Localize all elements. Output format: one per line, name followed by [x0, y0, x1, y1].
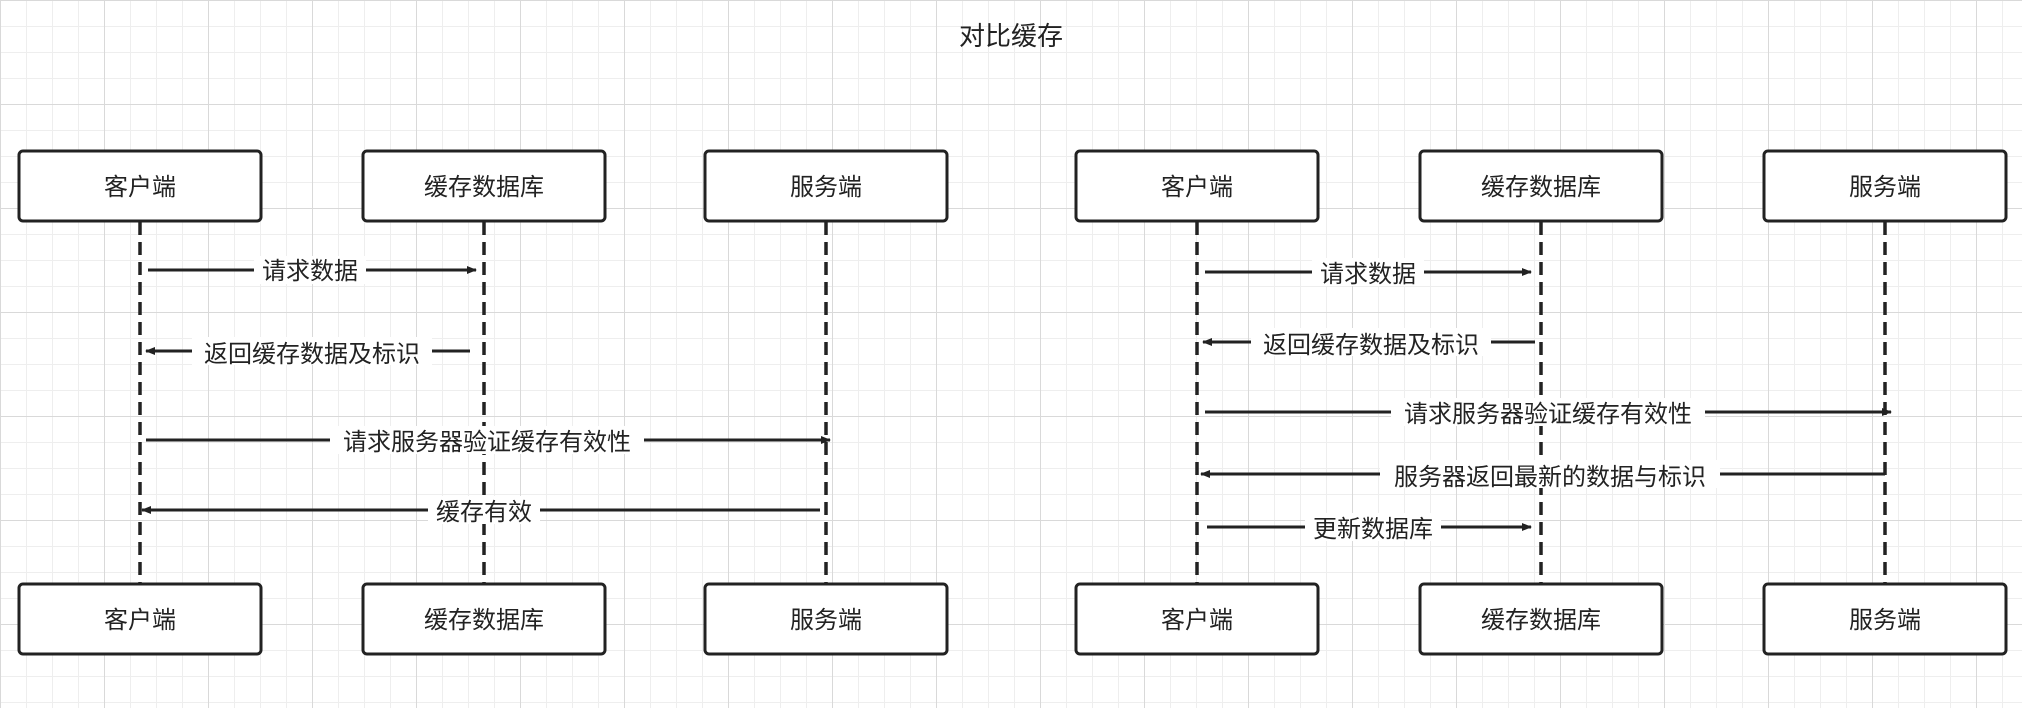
participant-server-top: 服务端: [703, 149, 949, 223]
participant-client-bottom: 客户端: [1074, 582, 1320, 656]
message-label: 返回缓存数据及标识: [204, 340, 420, 368]
participant-server-top: 服务端: [1762, 149, 2008, 223]
participant-label: 缓存数据库: [424, 173, 544, 201]
message-validate-cache: 请求服务器验证缓存有效性: [1205, 398, 1892, 428]
message-return-cache-data: 返回缓存数据及标识: [1202, 328, 1535, 359]
sequence-diagram-right: 客户端 缓存数据库 服务端 请求数据 返回缓存数据及标识 请求服务器验证缓存有效…: [1074, 149, 2008, 656]
message-update-db: 更新数据库: [1207, 513, 1532, 543]
message-label: 返回缓存数据及标识: [1263, 331, 1479, 359]
participant-label: 缓存数据库: [424, 606, 544, 634]
message-label: 更新数据库: [1313, 515, 1433, 543]
participant-label: 客户端: [104, 173, 176, 201]
participant-cache-db-bottom: 缓存数据库: [361, 582, 607, 656]
participant-client-top: 客户端: [17, 149, 263, 223]
participant-label: 服务端: [1849, 606, 1921, 634]
participant-cache-db-top: 缓存数据库: [361, 149, 607, 223]
participant-label: 服务端: [1849, 173, 1921, 201]
message-validate-cache: 请求服务器验证缓存有效性: [146, 426, 831, 456]
message-label: 请求服务器验证缓存有效性: [1404, 400, 1692, 428]
participant-label: 客户端: [104, 606, 176, 634]
message-label: 缓存有效: [436, 498, 532, 526]
diagram-title: 对比缓存: [959, 22, 1063, 52]
message-cache-valid: 缓存有效: [141, 496, 820, 526]
participant-label: 服务端: [790, 606, 862, 634]
message-request-data: 请求数据: [1205, 258, 1532, 288]
participant-server-bottom: 服务端: [1762, 582, 2008, 656]
participant-cache-db-top: 缓存数据库: [1418, 149, 1664, 223]
message-return-latest-data: 服务器返回最新的数据与标识: [1200, 460, 1885, 491]
participant-cache-db-bottom: 缓存数据库: [1418, 582, 1664, 656]
message-label: 请求服务器验证缓存有效性: [343, 428, 631, 456]
participant-label: 客户端: [1161, 606, 1233, 634]
message-label: 请求数据: [1320, 260, 1416, 288]
sequence-diagram-left: 客户端 缓存数据库 服务端 请求数据 返回缓存数据及标识 请求服务器验证缓存有效…: [17, 149, 949, 656]
participant-client-bottom: 客户端: [17, 582, 263, 656]
message-label: 请求数据: [262, 257, 358, 285]
message-label: 服务器返回最新的数据与标识: [1394, 463, 1706, 491]
message-return-cache-data: 返回缓存数据及标识: [145, 337, 470, 368]
participant-label: 缓存数据库: [1481, 606, 1601, 634]
participant-label: 服务端: [790, 173, 862, 201]
participant-client-top: 客户端: [1074, 149, 1320, 223]
participant-server-bottom: 服务端: [703, 582, 949, 656]
message-request-data: 请求数据: [148, 256, 477, 285]
participant-label: 客户端: [1161, 173, 1233, 201]
participant-label: 缓存数据库: [1481, 173, 1601, 201]
